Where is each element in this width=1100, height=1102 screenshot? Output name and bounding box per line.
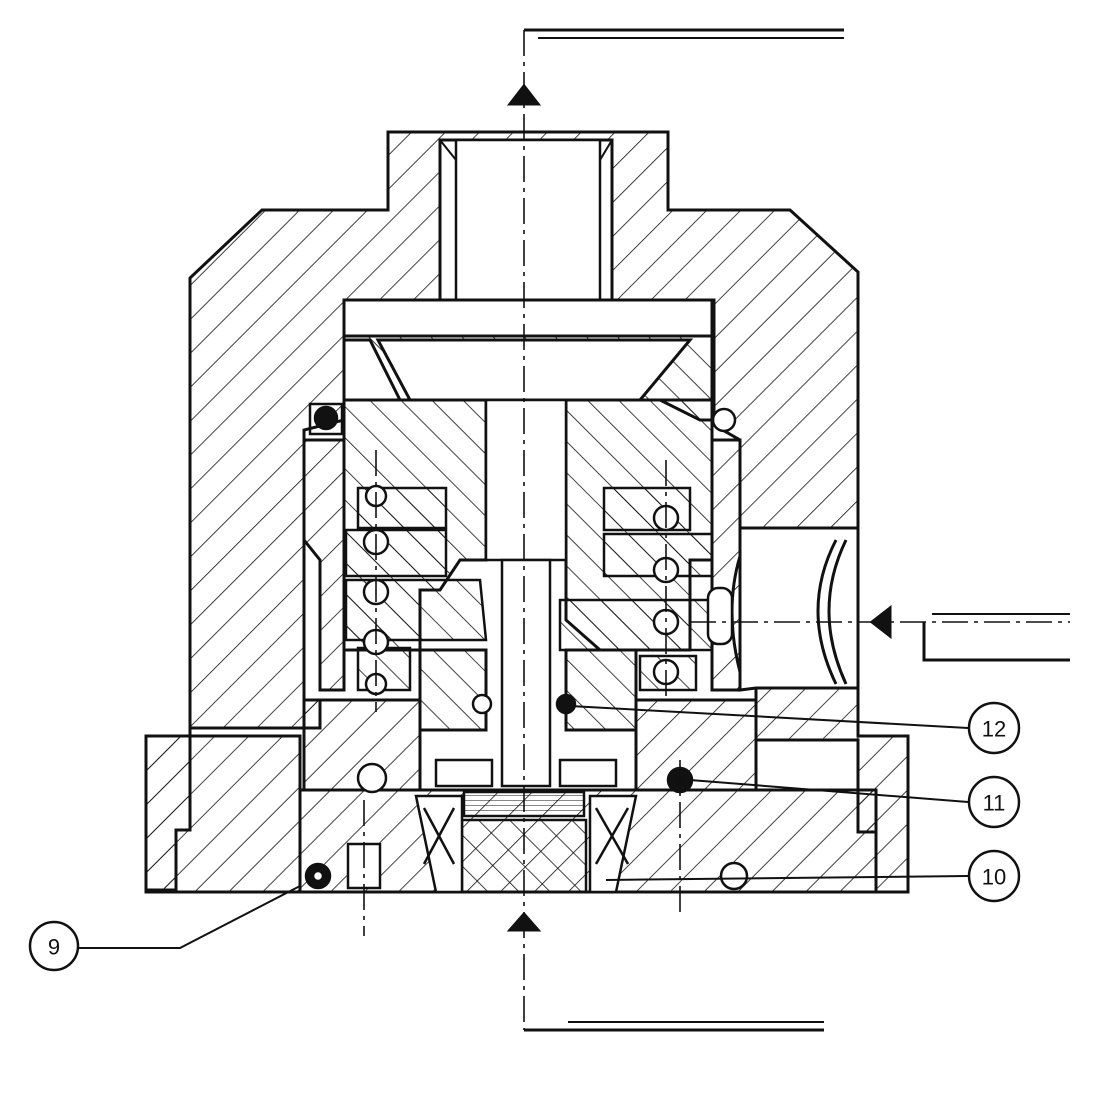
- callout-11: 11: [967, 775, 1021, 829]
- left-spring-stack: [344, 484, 488, 696]
- callout-10-label: 10: [982, 865, 1006, 890]
- callout-10: 10: [967, 849, 1021, 903]
- callout-11-label: 11: [983, 791, 1006, 816]
- callout-12-label: 12: [982, 717, 1006, 742]
- valve-stem: [434, 398, 618, 894]
- callout-12: 12: [967, 701, 1021, 755]
- callout-9-label: 9: [48, 935, 60, 960]
- outlet-bore: [454, 138, 602, 302]
- callout-leaders: [78, 705, 969, 949]
- section-markers: [506, 28, 1070, 1032]
- callout-9: 9: [28, 920, 80, 972]
- seal-rings: [304, 402, 749, 891]
- side-inlet-port: [706, 526, 860, 692]
